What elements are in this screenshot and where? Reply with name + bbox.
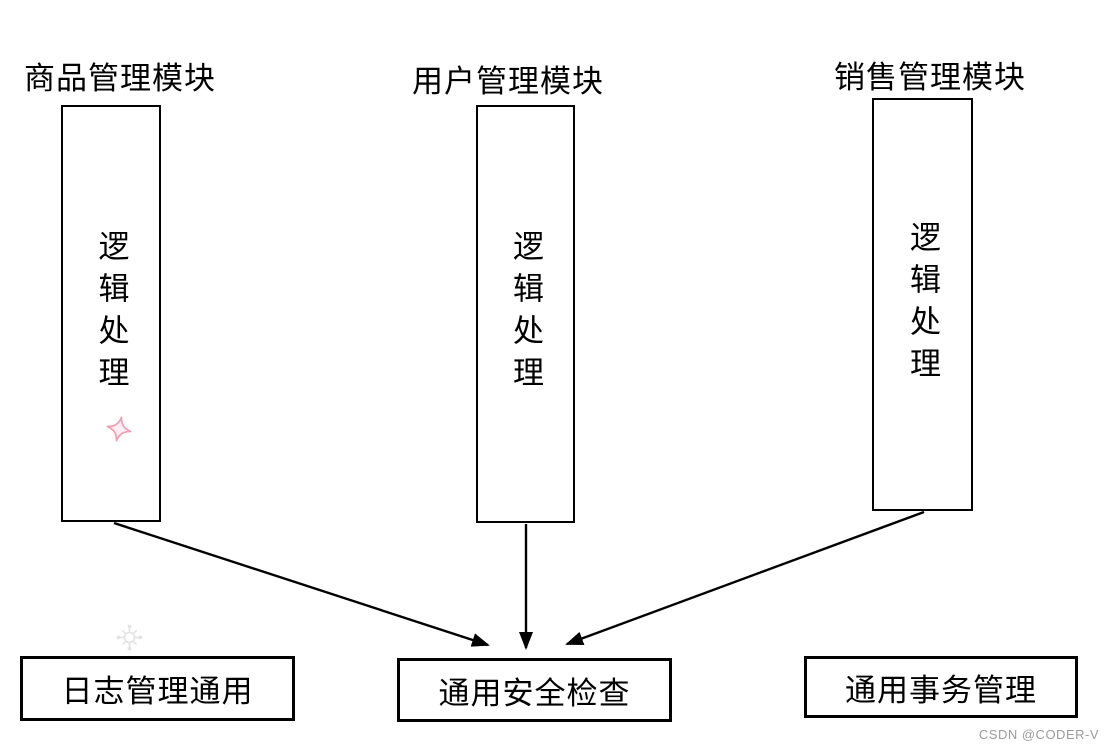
logic-box-product-label: 逻辑处理	[93, 229, 129, 398]
common-box-security: 通用安全检查	[397, 658, 672, 722]
logic-box-sales: 逻辑处理	[872, 98, 973, 511]
arrow-sales-to-security	[565, 510, 925, 646]
common-box-security-label: 通用安全检查	[438, 675, 631, 711]
csdn-watermark: CSDN @CODER-V	[978, 727, 1099, 742]
arrow-product-to-security	[113, 521, 490, 647]
snowflake-icon	[116, 624, 143, 651]
common-box-transaction-label: 通用事务管理	[845, 672, 1037, 708]
logic-box-user: 逻辑处理	[476, 105, 575, 523]
sparkle-icon	[106, 416, 132, 442]
module-title-product: 商品管理模块	[24, 61, 216, 96]
module-title-user: 用户管理模块	[412, 64, 604, 99]
common-box-logging-label: 日志管理通用	[61, 674, 254, 709]
module-title-sales: 销售管理模块	[834, 60, 1026, 95]
logic-box-product: 逻辑处理	[61, 105, 161, 522]
logic-box-sales-label: 逻辑处理	[905, 220, 940, 389]
common-box-transaction: 通用事务管理	[804, 656, 1078, 718]
common-box-logging: 日志管理通用	[20, 656, 295, 721]
logic-box-user-label: 逻辑处理	[508, 230, 543, 398]
